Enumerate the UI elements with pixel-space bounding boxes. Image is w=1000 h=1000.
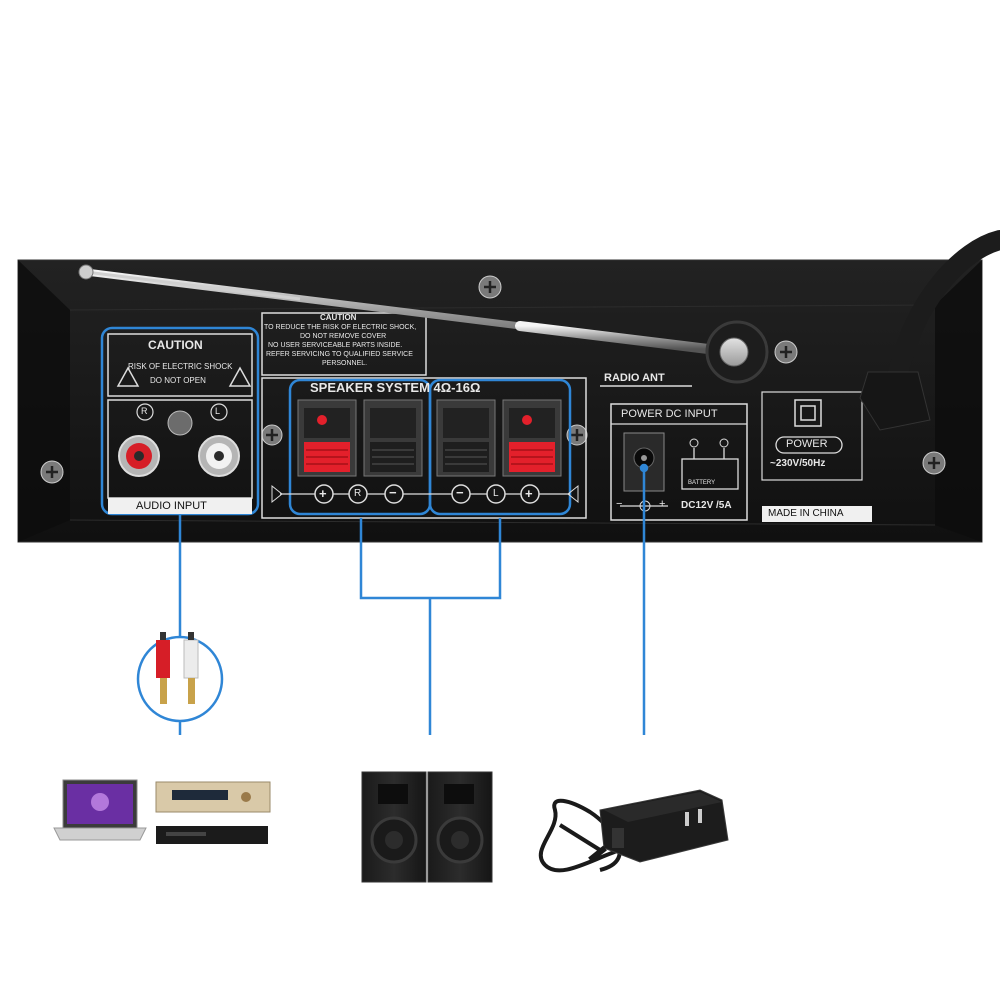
radio-ant-label: RADIO ANT bbox=[604, 372, 665, 384]
panel-screw-icon bbox=[922, 451, 946, 475]
speaker-left-minus-label: − bbox=[456, 485, 464, 500]
polarity-markers bbox=[271, 484, 579, 504]
speaker-left-highlight bbox=[428, 378, 572, 516]
caution-notice-frame bbox=[261, 312, 427, 376]
speaker-terminal-right-plus[interactable] bbox=[297, 399, 357, 477]
speaker-terminal-left-minus[interactable] bbox=[436, 399, 496, 477]
power-adapter-icon bbox=[538, 789, 729, 873]
speaker-terminal-right-minus[interactable] bbox=[363, 399, 423, 477]
made-in-china-label: MADE IN CHINA bbox=[768, 508, 844, 519]
speaker-right-plus-label: + bbox=[319, 486, 327, 501]
speaker-terminal-left-plus[interactable] bbox=[502, 399, 562, 477]
warning-triangle-icon bbox=[116, 366, 140, 387]
power-cord bbox=[859, 230, 1000, 431]
audio-input-r-label: R bbox=[141, 406, 148, 416]
speaker-symbol-icon bbox=[567, 484, 579, 504]
caution-box-line2: DO NOT OPEN bbox=[150, 376, 206, 385]
bookshelf-speaker-icon bbox=[427, 771, 493, 883]
audio-input-section bbox=[100, 326, 260, 516]
panel-screw-icon bbox=[566, 424, 588, 446]
power-section bbox=[761, 391, 872, 522]
caution-box-title: CAUTION bbox=[148, 338, 203, 352]
radio-antenna bbox=[78, 264, 769, 384]
panel-screw-icon bbox=[261, 424, 283, 446]
connection-lines bbox=[178, 463, 649, 735]
laptop-icon bbox=[53, 779, 147, 841]
panel-screw-icon bbox=[774, 340, 798, 364]
lightning-warning-icon bbox=[228, 366, 252, 387]
caution-notice-line: TO REDUCE THE RISK OF ELECTRIC SHOCK, bbox=[264, 324, 417, 331]
speaker-system-title: SPEAKER SYSTEM 4Ω-16Ω bbox=[310, 380, 481, 395]
battery-label: BATTERY bbox=[688, 480, 716, 486]
panel-screw-icon bbox=[40, 460, 64, 484]
dvd-player-icon bbox=[155, 781, 271, 844]
double-insulation-icon bbox=[794, 399, 822, 427]
speaker-left-plus-label: + bbox=[525, 486, 533, 501]
rca-jack-right-red[interactable] bbox=[118, 435, 160, 477]
audio-input-l-label: L bbox=[215, 406, 221, 416]
audio-input-label-bg bbox=[108, 498, 252, 514]
panel-screw-icon bbox=[167, 410, 193, 436]
caution-notice-title: CAUTION bbox=[320, 313, 357, 322]
audio-input-label: AUDIO INPUT bbox=[136, 500, 207, 512]
speaker-right-minus-label: − bbox=[389, 485, 397, 500]
speaker-right-label: R bbox=[354, 488, 362, 499]
power-dc-input-title: POWER DC INPUT bbox=[621, 408, 718, 420]
caution-box-line1: RISK OF ELECTRIC SHOCK bbox=[128, 362, 233, 371]
dc-polarity-minus: − bbox=[616, 498, 623, 510]
made-in-china-label-bg bbox=[762, 506, 872, 522]
caution-notice-line: DO NOT REMOVE COVER bbox=[300, 333, 387, 340]
panel-screw-icon bbox=[478, 275, 502, 299]
battery-icon bbox=[681, 458, 739, 490]
power-rating: ~230V/50Hz bbox=[770, 458, 826, 469]
caution-notice-line: REFER SERVICING TO QUALIFIED SERVICE bbox=[266, 351, 413, 358]
dc-polarity-plus: + bbox=[659, 498, 666, 510]
speaker-symbol-icon bbox=[271, 484, 283, 504]
power-label: POWER bbox=[786, 438, 828, 450]
rca-cable-plugs bbox=[136, 632, 224, 723]
speaker-left-label: L bbox=[493, 488, 499, 499]
caution-notice-line: NO USER SERVICEABLE PARTS INSIDE. bbox=[268, 342, 403, 349]
speaker-system-section bbox=[261, 377, 587, 519]
caution-notice-line: PERSONNEL. bbox=[322, 360, 368, 367]
bookshelf-speaker-icon bbox=[361, 771, 427, 883]
dc-rating-label: DC12V /5A bbox=[681, 500, 732, 511]
rca-jack-left-white[interactable] bbox=[198, 435, 240, 477]
